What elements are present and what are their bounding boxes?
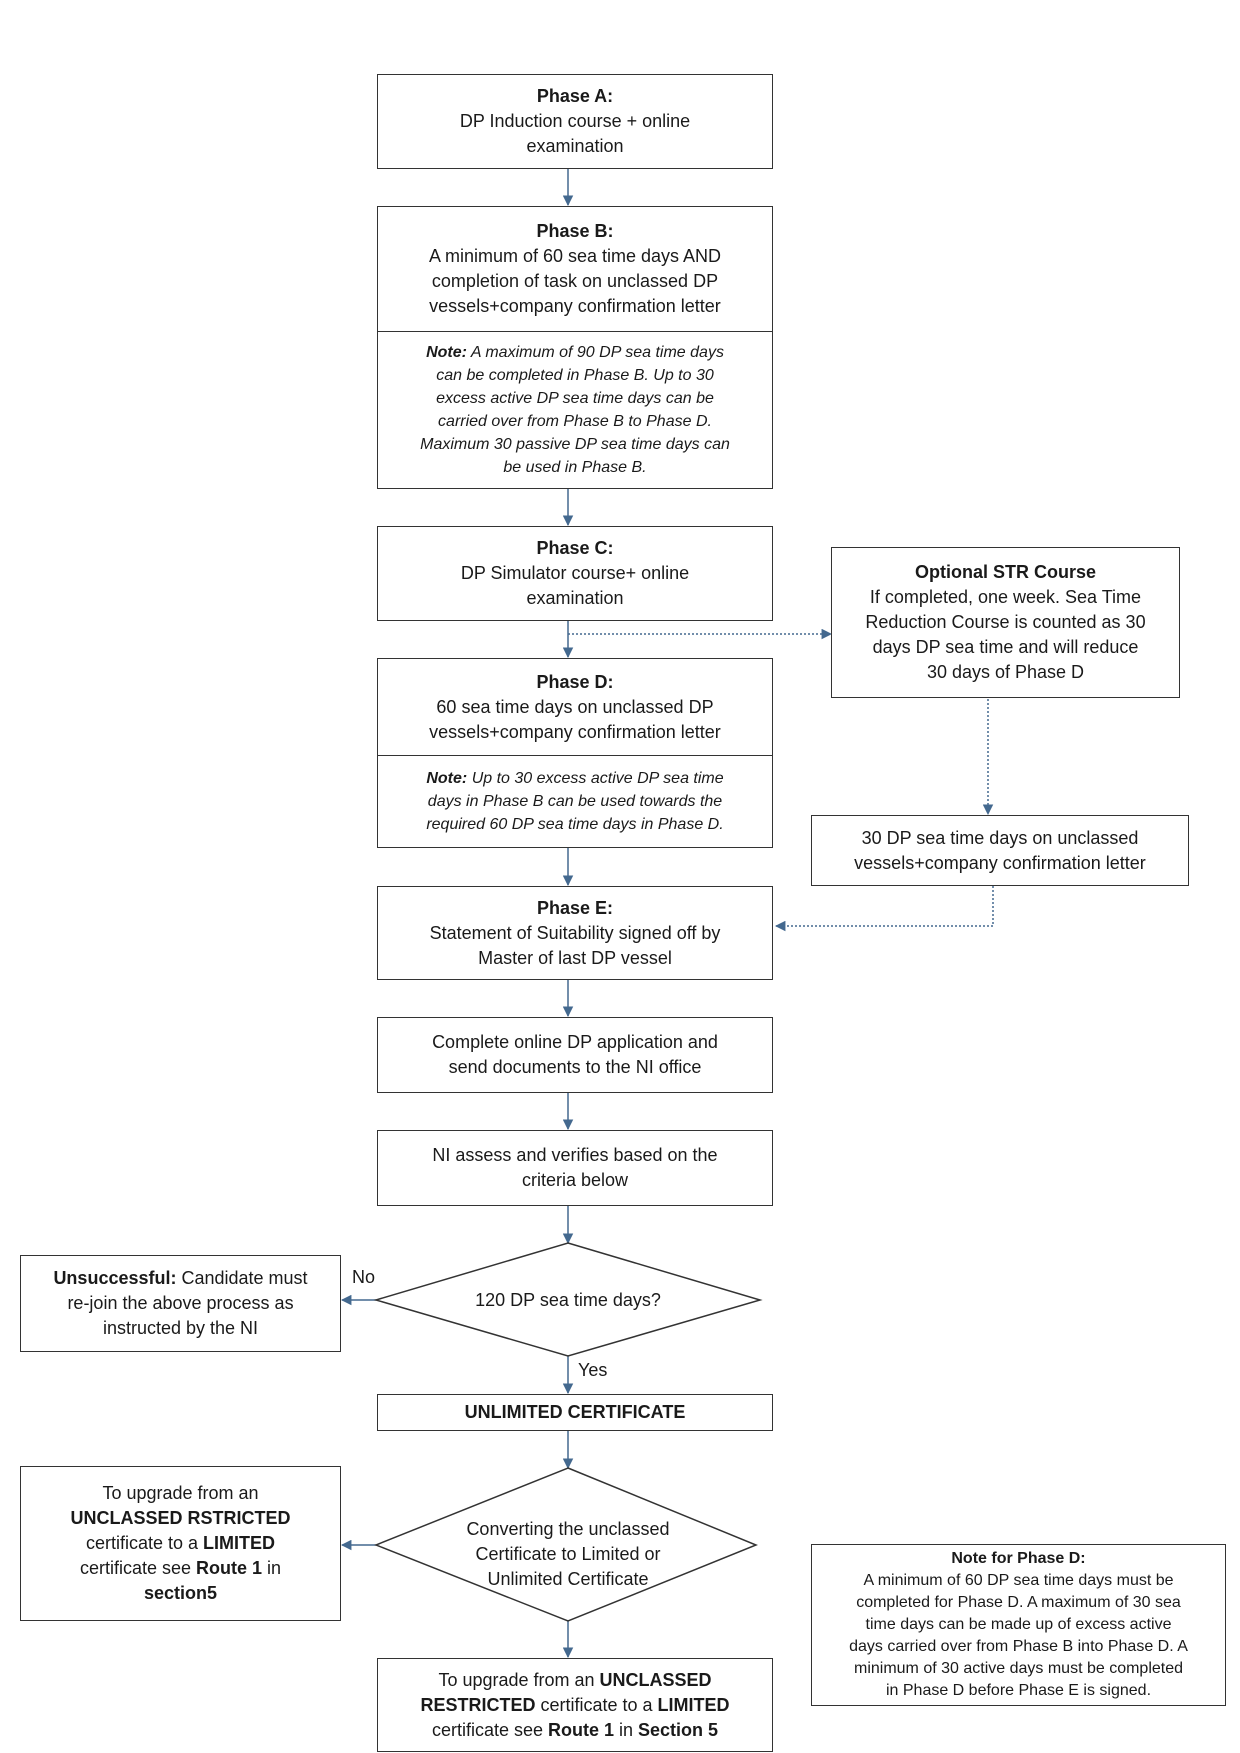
upgrade-left-line-4c: in — [262, 1558, 282, 1578]
upgrade-bottom-line-3a: certificate see — [431, 1719, 548, 1740]
phase-c-title: Phase C: — [536, 538, 614, 558]
phase-b-line-1: A minimum of 60 sea time days AND — [428, 246, 722, 266]
phase-b-note: Note: A maximum of 90 DP sea time days c… — [378, 332, 772, 488]
label-no: No — [352, 1267, 376, 1287]
phase-e-line-2: Master of last DP vessel — [478, 947, 672, 968]
phase-a-title: Phase A: — [536, 86, 614, 106]
assessment-line-1: NI assess and verifies based on the — [432, 1145, 718, 1165]
decision-convert-text: Converting the unclassed Certificate to … — [440, 1517, 696, 1592]
optional-str-box: Optional STR Course If completed, one we… — [831, 547, 1180, 698]
upgrade-left-line-4b: Route 1 — [196, 1558, 263, 1578]
upgrade-bottom-line-2a: RESTRICTED — [420, 1694, 536, 1715]
arrow-days-to-e — [774, 886, 994, 932]
phase-e-line-1: Statement of Suitability signed off by — [429, 922, 721, 943]
application-box: Complete online DP application and send … — [377, 1017, 773, 1093]
unlimited-certificate-box: UNLIMITED CERTIFICATE — [377, 1394, 773, 1431]
phase-d-title: Phase D: — [536, 671, 614, 692]
phase-a-box: Phase A: DP Induction course + online ex… — [377, 74, 773, 169]
phase-c-line-2: examination — [526, 588, 624, 608]
phase-d-note-line-2: days in Phase B can be used towards the — [427, 793, 723, 810]
phase-d-note: Note: Up to 30 excess active DP sea time… — [378, 756, 772, 847]
phase-d-note-label: Note: — [426, 770, 468, 787]
upgrade-left-line-2: UNCLASSED RSTRICTED — [70, 1508, 291, 1528]
phase-e-box: Phase E: Statement of Suitability signed… — [377, 886, 773, 980]
label-yes: Yes — [578, 1360, 608, 1380]
note-phase-d-title: Note for Phase D: — [951, 1550, 1086, 1567]
upgrade-bottom-line-3b: Route 1 — [548, 1719, 615, 1740]
str-days-line-1: 30 DP sea time days on unclassed — [861, 827, 1139, 848]
upgrade-bottom-line-3d: Section 5 — [638, 1719, 719, 1740]
note-phase-d-line-1: A minimum of 60 DP sea time days must be — [863, 1572, 1174, 1589]
unsuccessful-line-2: re-join the above process as — [67, 1293, 294, 1313]
unsuccessful-line-1: Candidate must — [176, 1268, 308, 1288]
upgrade-left-line-3a: certificate to a — [85, 1533, 204, 1553]
phase-b-divider — [378, 331, 772, 332]
optional-str-title: Optional STR Course — [914, 562, 1096, 582]
phase-d-line-1: 60 sea time days on unclassed DP — [436, 696, 714, 717]
application-line-2: send documents to the NI office — [448, 1057, 702, 1077]
phase-b-note-label: Note: — [426, 344, 467, 361]
phase-b-title: Phase B: — [536, 221, 614, 241]
phase-b-main: Phase B: A minimum of 60 sea time days A… — [378, 207, 772, 331]
phase-a-line-1: DP Induction course + online — [459, 111, 691, 131]
upgrade-bottom-line-3c: in — [614, 1719, 639, 1740]
optional-str-line-1: If completed, one week. Sea Time — [869, 587, 1142, 607]
phase-a-line-2: examination — [526, 136, 624, 156]
decision-convert-line-1: Converting the unclassed — [466, 1519, 670, 1539]
note-phase-d-line-4: days carried over from Phase B into Phas… — [849, 1638, 1188, 1655]
application-line-1: Complete online DP application and — [432, 1032, 718, 1052]
note-phase-d-line-2: completed for Phase D. A maximum of 30 s… — [856, 1594, 1181, 1611]
upgrade-bottom-line-1a: To upgrade from an — [438, 1669, 600, 1690]
optional-str-line-2: Reduction Course is counted as 30 — [865, 612, 1146, 632]
upgrade-left-line-4a: certificate see — [79, 1558, 197, 1578]
phase-d-note-line-1: Up to 30 excess active DP sea time — [471, 770, 724, 787]
phase-d-box: Phase D: 60 sea time days on unclassed D… — [377, 658, 773, 848]
upgrade-bottom-line-1b: UNCLASSED — [599, 1669, 712, 1690]
upgrade-left-line-5: section5 — [143, 1583, 218, 1603]
phase-d-note-line-3: required 60 DP sea time days in Phase D. — [426, 816, 724, 833]
phase-e-title: Phase E: — [536, 897, 614, 918]
upgrade-left-box: To upgrade from an UNCLASSED RSTRICTED c… — [20, 1466, 341, 1621]
phase-b-note-line-5: Maximum 30 passive DP sea time days can — [420, 436, 730, 453]
str-days-box: 30 DP sea time days on unclassed vessels… — [811, 815, 1189, 886]
phase-b-note-line-2: can be completed in Phase B. Up to 30 — [436, 367, 714, 384]
phase-c-line-1: DP Simulator course+ online — [460, 563, 690, 583]
upgrade-left-line-1: To upgrade from an — [102, 1483, 259, 1503]
str-days-line-2: vessels+company confirmation letter — [854, 852, 1146, 873]
decision-diamond-days — [373, 1242, 763, 1357]
note-phase-d-line-6: in Phase D before Phase E is signed. — [885, 1682, 1152, 1699]
phase-d-divider — [378, 755, 772, 756]
unsuccessful-box: Unsuccessful: Candidate must re-join the… — [20, 1255, 341, 1352]
optional-str-line-4: 30 days of Phase D — [926, 662, 1085, 682]
phase-d-main: Phase D: 60 sea time days on unclassed D… — [378, 659, 772, 755]
assessment-line-2: criteria below — [521, 1170, 629, 1190]
decision-diamond-convert — [373, 1467, 758, 1622]
decision-days-text: 120 DP sea time days? — [475, 1290, 661, 1310]
phase-d-line-2: vessels+company confirmation letter — [429, 721, 721, 742]
upgrade-bottom-line-2b: certificate to a — [535, 1694, 658, 1715]
optional-str-line-3: days DP sea time and will reduce — [872, 637, 1139, 657]
upgrade-bottom-line-2c: LIMITED — [657, 1694, 730, 1715]
upgrade-left-line-3b: LIMITED — [203, 1533, 276, 1553]
phase-b-note-line-1: A maximum of 90 DP sea time days — [470, 344, 724, 361]
unsuccessful-label: Unsuccessful: — [53, 1268, 177, 1288]
unsuccessful-line-3: instructed by the NI — [102, 1318, 259, 1338]
phase-b-note-line-3: excess active DP sea time days can be — [436, 390, 714, 407]
unlimited-certificate-text: UNLIMITED CERTIFICATE — [464, 1402, 686, 1422]
phase-b-note-line-4: carried over from Phase B to Phase D. — [438, 413, 712, 430]
phase-b-box: Phase B: A minimum of 60 sea time days A… — [377, 206, 773, 489]
note-phase-d-box: Note for Phase D: A minimum of 60 DP sea… — [811, 1544, 1226, 1706]
phase-c-box: Phase C: DP Simulator course+ online exa… — [377, 526, 773, 621]
note-phase-d-line-3: time days can be made up of excess activ… — [865, 1616, 1172, 1633]
assessment-box: NI assess and verifies based on the crit… — [377, 1130, 773, 1206]
decision-convert-line-2: Certificate to Limited or — [475, 1544, 661, 1564]
decision-convert-line-3: Unlimited Certificate — [487, 1569, 649, 1589]
phase-b-line-3: vessels+company confirmation letter — [429, 296, 721, 316]
note-phase-d-line-5: minimum of 30 active days must be comple… — [853, 1660, 1184, 1677]
phase-b-note-line-6: be used in Phase B. — [503, 459, 647, 476]
phase-b-line-2: completion of task on unclassed DP — [431, 271, 719, 291]
upgrade-bottom-box: To upgrade from an UNCLASSED RESTRICTED … — [377, 1658, 773, 1752]
